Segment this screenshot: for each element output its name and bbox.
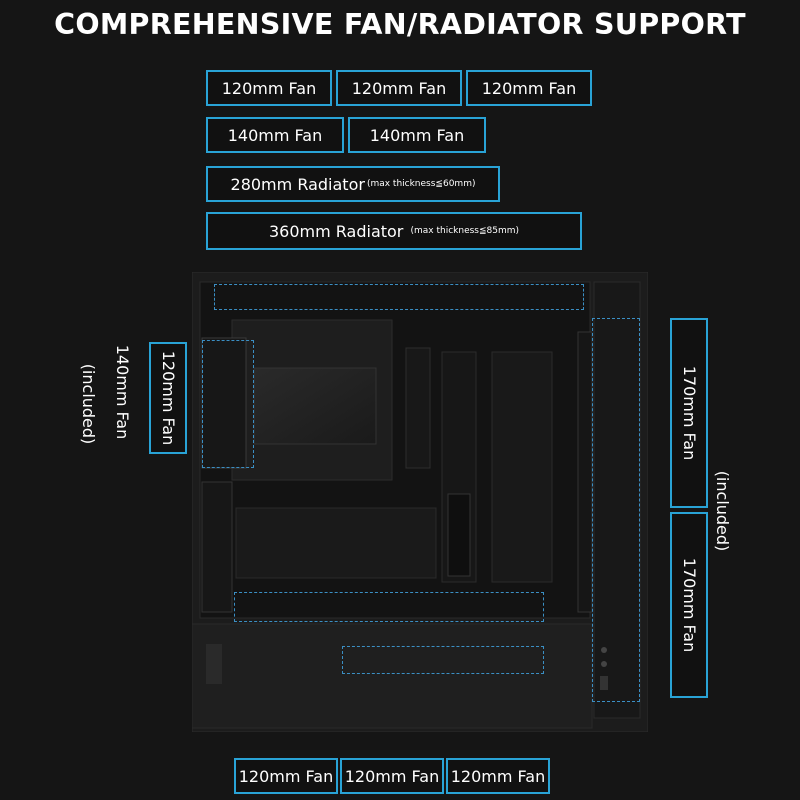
bottom-fan-120-3: 120mm Fan — [446, 758, 550, 794]
top-mount-zone — [214, 284, 584, 310]
top-radiator-360: 360mm Radiator (max thickness≦85mm) — [206, 212, 582, 250]
front-fan-170-2-label: 170mm Fan — [680, 557, 699, 653]
top-fan-140-1-label: 140mm Fan — [227, 125, 323, 145]
front-fan-170-1-label: 170mm Fan — [680, 365, 699, 461]
front-fan-note: (included) — [713, 470, 732, 552]
bottom-fan-120-2-label: 120mm Fan — [344, 766, 440, 786]
top-fan-120-3: 120mm Fan — [466, 70, 592, 106]
top-radiator-280: 280mm Radiator(max thickness≦60mm) — [206, 166, 500, 202]
top-fan-120-3-label: 120mm Fan — [481, 78, 577, 98]
front-fan-170-1-box — [670, 318, 708, 508]
pc-case-image — [191, 271, 649, 733]
top-fan-120-2: 120mm Fan — [336, 70, 462, 106]
top-fan-140-2-label: 140mm Fan — [369, 125, 465, 145]
top-fan-140-1: 140mm Fan — [206, 117, 344, 153]
pc-case-illustration — [191, 271, 649, 733]
rear-fan-140-note: (included) — [79, 363, 98, 445]
radiator-280-label: 280mm Radiator — [230, 174, 365, 194]
bottom-mount-zone — [234, 592, 544, 622]
bottom-fan-120-1: 120mm Fan — [234, 758, 338, 794]
top-fan-120-1: 120mm Fan — [206, 70, 332, 106]
bottom-fan-120-3-label: 120mm Fan — [450, 766, 546, 786]
front-fan-170-2-box — [670, 512, 708, 698]
bottom-fan-120-1-label: 120mm Fan — [238, 766, 334, 786]
bottom-mount-zone-2 — [342, 646, 544, 674]
radiator-360-note: (max thickness≦85mm) — [410, 226, 520, 236]
rear-fan-120-label: 120mm Fan — [159, 350, 178, 446]
rear-mount-zone — [202, 340, 254, 468]
radiator-360-label: 360mm Radiator — [268, 221, 404, 241]
bottom-fan-120-2: 120mm Fan — [340, 758, 444, 794]
top-fan-140-2: 140mm Fan — [348, 117, 486, 153]
top-fan-120-1-label: 120mm Fan — [221, 78, 317, 98]
page-title: COMPREHENSIVE FAN/RADIATOR SUPPORT — [54, 8, 746, 41]
rear-fan-140-label: 140mm Fan — [113, 344, 132, 440]
top-fan-120-2-label: 120mm Fan — [351, 78, 447, 98]
radiator-280-note: (max thickness≦60mm) — [366, 179, 476, 189]
front-mount-zone — [592, 318, 640, 702]
rear-fan-120-box — [149, 342, 187, 454]
